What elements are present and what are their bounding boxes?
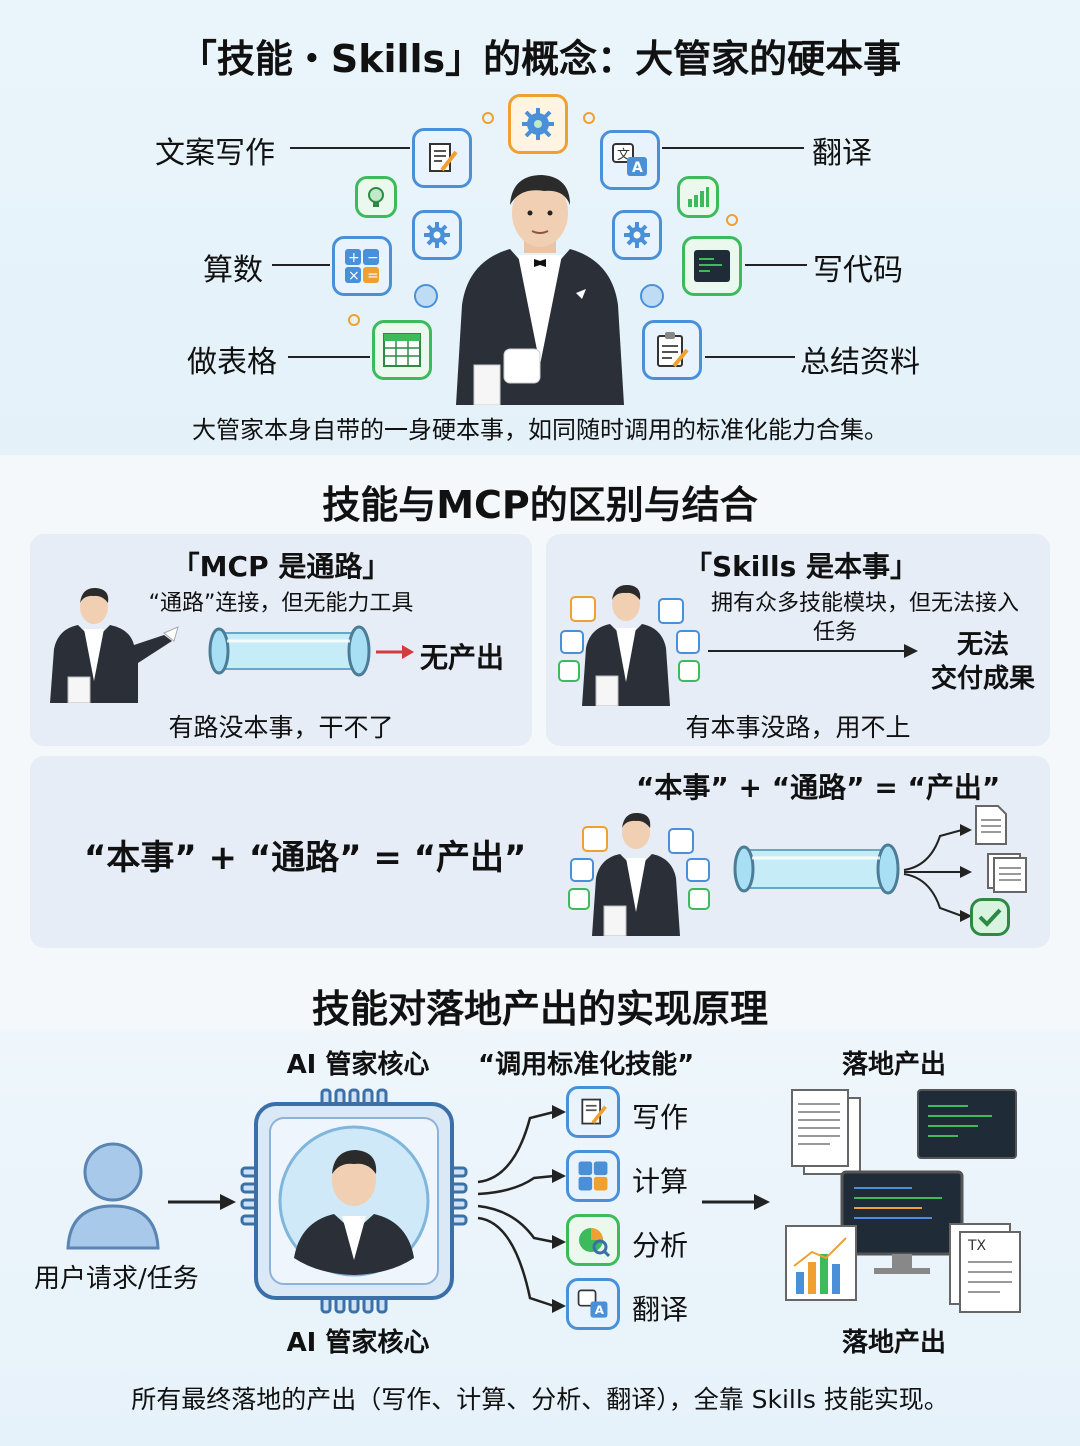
pie-analysis-icon — [566, 1214, 620, 1266]
gear-icon — [676, 630, 700, 654]
svg-text:TX: TX — [967, 1238, 987, 1254]
output-collage: TX — [785, 1089, 1021, 1313]
arrow-right-icon — [376, 645, 414, 659]
tube-channel — [733, 843, 900, 895]
decor-dot — [348, 314, 360, 326]
output-label-top: 落地产出 — [842, 1050, 947, 1080]
clipboard-icon — [642, 320, 702, 380]
bar-chart-icon — [558, 660, 580, 682]
section1-caption: 大管家本身自带的一身硬本事，如同随时调用的标准化能力合集。 — [192, 416, 888, 444]
core-label-bottom: AI 管家核心 — [286, 1328, 430, 1358]
section3-title: 技能对落地产出的实现原理 — [311, 987, 768, 1031]
core-label-top: AI 管家核心 — [286, 1050, 430, 1080]
card-skills-subtitle-2: 任务 — [812, 620, 857, 645]
lightbulb-icon — [355, 176, 397, 218]
ai-core-chip — [240, 1088, 468, 1314]
svg-text:A: A — [632, 160, 643, 176]
gear-icon — [612, 210, 662, 260]
bar-chart-icon — [568, 888, 590, 910]
section3-caption: 所有最终落地的产出（写作、计算、分析、翻译），全靠 Skills 技能实现。 — [131, 1385, 949, 1414]
gear-icon — [570, 858, 594, 882]
connector-line — [272, 264, 330, 266]
butler-figure — [592, 812, 680, 936]
code-window-icon — [682, 236, 742, 296]
calculator-icon — [566, 1150, 620, 1202]
card-mcp-footer: 有路没本事，干不了 — [168, 713, 394, 742]
bar-chart-icon — [688, 888, 710, 910]
connector-line — [290, 147, 410, 149]
translate-icon — [658, 598, 684, 624]
user-request-label: 用户请求/任务 — [34, 1264, 199, 1294]
connector-line — [745, 264, 807, 266]
connector-line — [662, 147, 804, 149]
label-summary: 总结资料 — [800, 345, 920, 380]
output-label-bottom: 落地产出 — [842, 1328, 947, 1358]
branch-arrows — [903, 824, 972, 922]
call-skills-title: “调用标准化技能” — [478, 1050, 695, 1080]
svg-text:A: A — [595, 1303, 605, 1317]
section1-title: 「技能・Skills」的概念：大管家的硬本事 — [178, 37, 902, 81]
module-icon — [640, 284, 664, 308]
card-mcp-subtitle: “通路”连接，但无能力工具 — [148, 591, 414, 616]
arrow-right-icon — [168, 1194, 236, 1210]
document-pencil-icon — [566, 1086, 620, 1138]
spreadsheet-icon — [372, 320, 432, 380]
svg-text:+: + — [348, 250, 360, 266]
label-copywriting: 文案写作 — [155, 136, 275, 171]
gear-icon — [412, 210, 462, 260]
tube-channel — [208, 625, 371, 677]
calculator-icon: +−× = — [332, 236, 392, 296]
document-stack-icon — [987, 853, 1027, 893]
fanout-arrows — [477, 1105, 566, 1313]
user-icon — [66, 1142, 160, 1250]
card-mcp-title: 「MCP 是通路」 — [171, 550, 391, 583]
svg-text:=: = — [367, 268, 379, 284]
decor-dot — [482, 112, 494, 124]
formula-small: “本事” + “通路” = “产出” — [636, 771, 1001, 804]
bar-chart-icon — [678, 660, 700, 682]
formula-large: “本事” + “通路” = “产出” — [84, 838, 527, 878]
skill-label-calculation: 计算 — [632, 1165, 689, 1198]
document-icon — [975, 805, 1007, 845]
section2-title: 技能与MCP的区别与结合 — [322, 483, 758, 527]
card-skills-subtitle-1: 拥有众多技能模块，但无法接入 — [710, 591, 1019, 616]
card-skills-footer: 有本事没路，用不上 — [685, 713, 911, 742]
gear-icon — [560, 630, 584, 654]
skill-label-translate: 翻译 — [632, 1293, 689, 1326]
svg-text:文: 文 — [617, 148, 630, 163]
gear-icon — [582, 826, 608, 852]
svg-text:−: − — [367, 250, 379, 266]
gear-icon — [686, 858, 710, 882]
skill-label-analysis: 分析 — [632, 1229, 689, 1262]
checkmark-icon — [970, 898, 1010, 936]
label-math: 算数 — [203, 253, 263, 288]
connector-line — [705, 356, 795, 358]
document-pencil-icon — [412, 128, 472, 188]
label-code: 写代码 — [813, 253, 903, 288]
butler-figure — [50, 587, 179, 703]
card-skills-result-1: 无法 — [956, 630, 1009, 660]
label-translate: 翻译 — [812, 136, 872, 171]
decor-dot — [726, 214, 738, 226]
arrow-right-icon — [708, 644, 918, 658]
module-icon — [414, 284, 438, 308]
translate-icon: A — [566, 1278, 620, 1330]
label-table: 做表格 — [187, 345, 277, 380]
butler-figure — [456, 175, 624, 405]
translate-icon — [668, 828, 694, 854]
gear-icon — [570, 596, 596, 622]
butler-figure — [582, 584, 670, 706]
arrow-right-icon — [702, 1194, 770, 1210]
svg-text:×: × — [348, 268, 360, 284]
card-skills-result-2: 交付成果 — [930, 664, 1035, 694]
skill-label-writing: 写作 — [632, 1101, 689, 1134]
gear-icon — [508, 94, 568, 154]
card-mcp-result: 无产出 — [420, 641, 505, 674]
decor-dot — [583, 112, 595, 124]
bar-chart-icon — [677, 176, 719, 218]
card-skills-title: 「Skills 是本事」 — [684, 550, 918, 583]
connector-line — [288, 356, 370, 358]
